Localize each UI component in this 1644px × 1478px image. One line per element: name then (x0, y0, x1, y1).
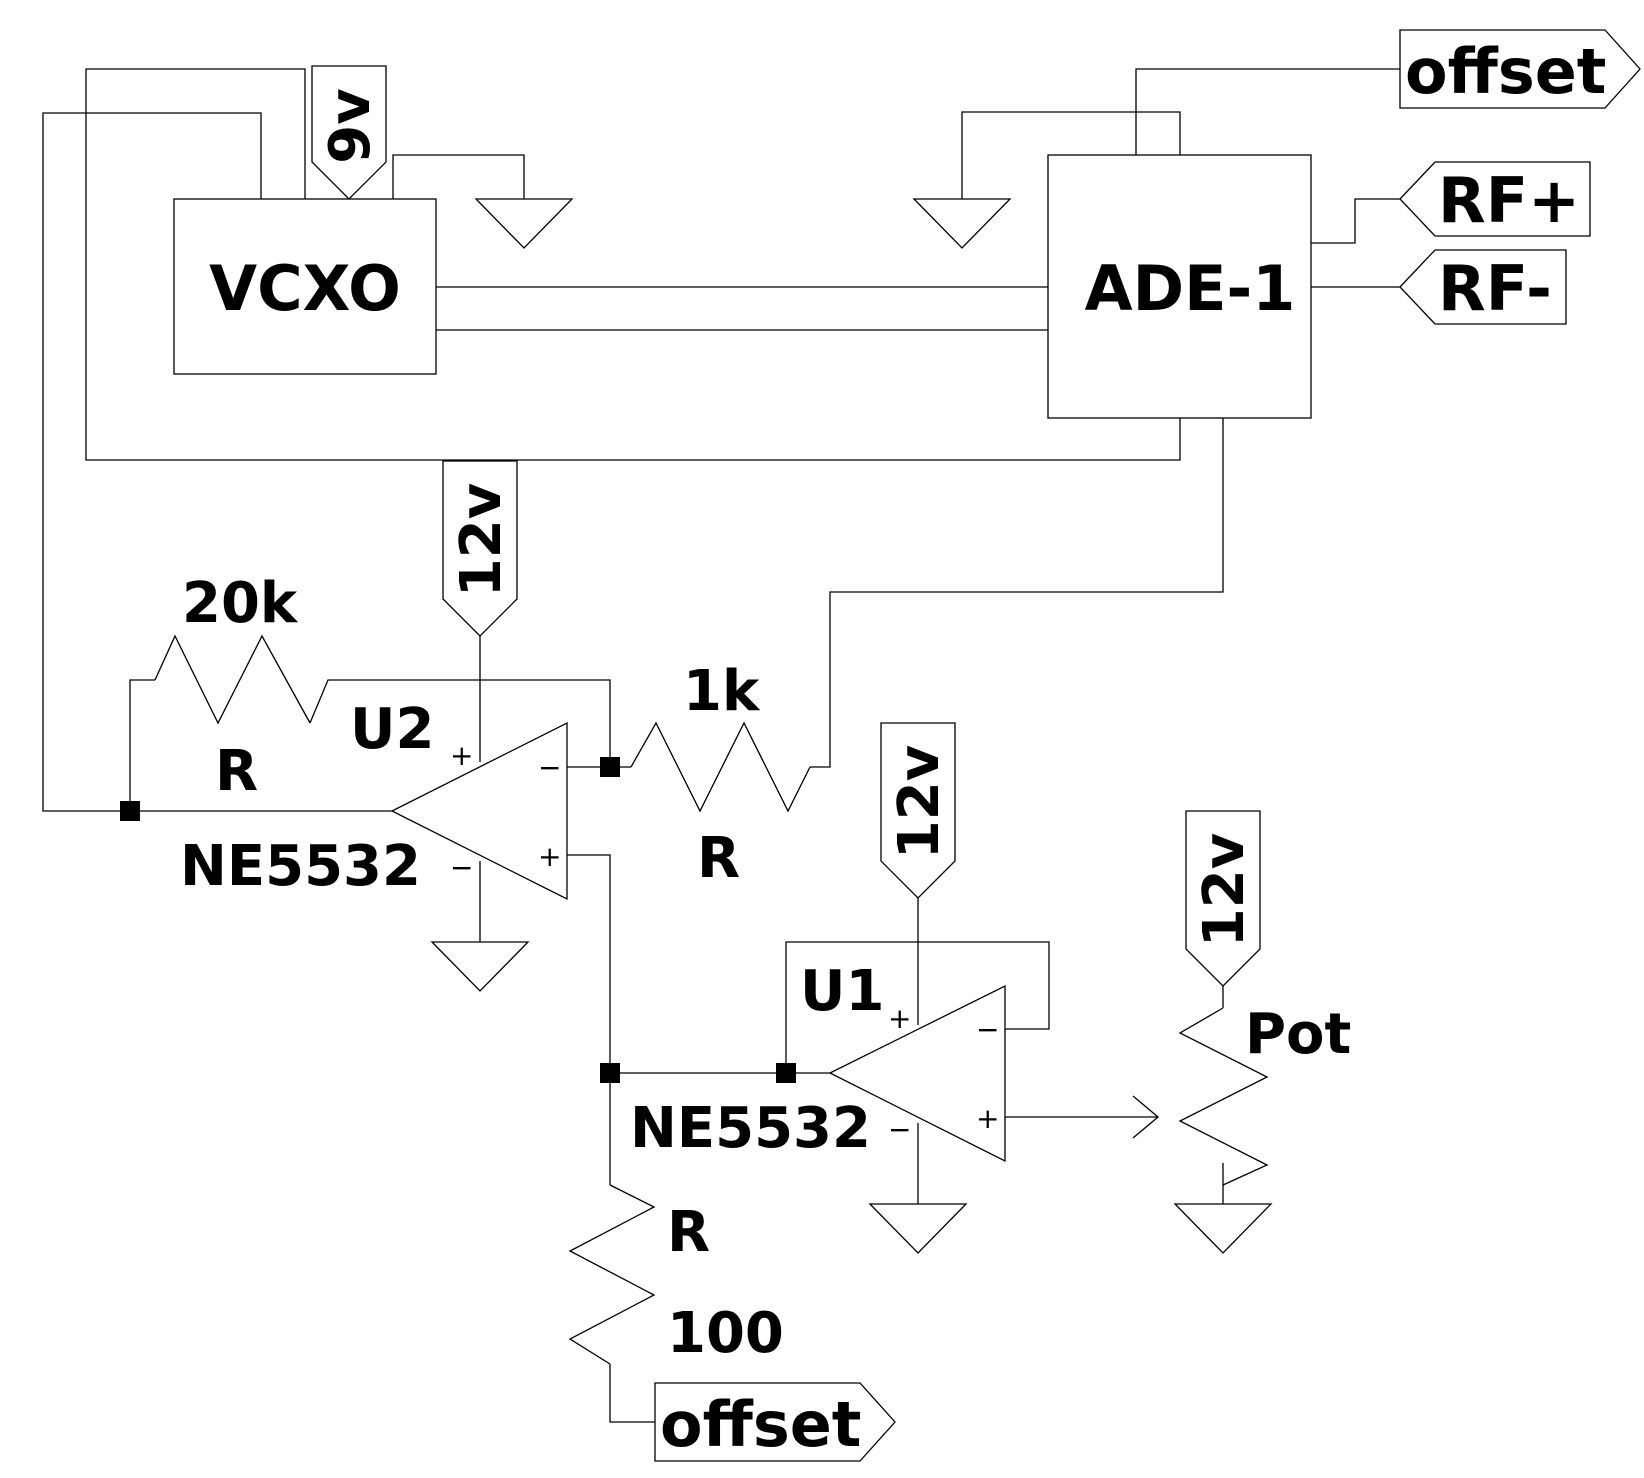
ground-ade-icon (912, 198, 1012, 249)
port-rf-plus: RF+ (1399, 161, 1591, 237)
supply-12v-pot-label: 12v (1192, 833, 1257, 947)
pot-wiper-arrow (1132, 1095, 1160, 1139)
supply-12v-u1-label: 12v (887, 745, 952, 859)
junction-u1-input (776, 1063, 796, 1083)
port-rf-plus-label: RF+ (1438, 164, 1580, 237)
resistor-1k-value: 1k (683, 659, 761, 724)
u1-ref: U1 (800, 959, 884, 1024)
ground-pot-icon (1173, 1203, 1273, 1254)
junction-u2-output (120, 801, 140, 821)
resistor-1k: 1k R (630, 659, 811, 891)
opamp-u2: + − − + U2 NE5532 (180, 697, 568, 901)
wire-20k-left (129, 679, 155, 811)
u1-part: NE5532 (630, 1096, 871, 1161)
supply-12v-pot: 12v (1185, 810, 1261, 987)
ade-1-label: ADE-1 (1085, 252, 1296, 325)
u1-vee-sign: − (888, 1113, 911, 1146)
wire-vcxo-ade-loop (85, 68, 1181, 461)
wire-u1-feedback (785, 941, 1050, 1073)
resistor-20k-value: 20k (182, 571, 299, 636)
junction-offset-node (600, 1063, 620, 1083)
opamp-u2-icon (390, 721, 568, 901)
wire-ade-rfplus (1311, 198, 1400, 244)
resistor-100-name: R (667, 1200, 710, 1265)
resistor-100-value: 100 (667, 1301, 784, 1366)
wire-u2-noninv (567, 854, 611, 1073)
potentiometer-label: Pot (1245, 1002, 1351, 1067)
supply-9v-label: 9v (318, 88, 383, 163)
resistor-1k-name: R (697, 826, 740, 891)
ground-vcxo-icon (474, 198, 574, 249)
port-rf-minus: RF- (1399, 249, 1567, 325)
potentiometer: Pot (1178, 1002, 1351, 1186)
u2-vcc-sign: + (450, 739, 473, 772)
supply-12v-u2: 12v (442, 460, 518, 637)
resistor-100-icon (568, 1184, 656, 1365)
opamp-u1-icon (828, 984, 1006, 1163)
resistor-1k-icon (630, 721, 811, 813)
resistor-20k-name: R (215, 739, 258, 804)
wire-vcxo-ground (392, 154, 525, 199)
ground-u1-icon (868, 1203, 968, 1254)
u1-inv-sign: − (976, 1013, 999, 1046)
supply-12v-u2-label: 12v (449, 483, 514, 597)
ground-u2-icon (430, 941, 530, 992)
u2-noninv-sign: + (538, 840, 561, 873)
u2-part: NE5532 (180, 834, 421, 899)
opamp-u1: + − − + U1 NE5532 (630, 959, 1006, 1163)
port-offset-bottom: offset (654, 1382, 896, 1462)
vcxo-block: VCXO (173, 198, 437, 375)
supply-9v: 9v (311, 65, 387, 200)
u1-noninv-sign: + (976, 1102, 999, 1135)
wire-vcxo-u2-output (42, 112, 392, 812)
u1-vcc-sign: + (888, 1002, 911, 1035)
wire-ade-ground (961, 111, 1181, 199)
wire-100-offset (609, 1364, 655, 1423)
u2-ref: U2 (350, 697, 434, 762)
wire-ade-offset (1135, 68, 1400, 155)
junction-u2-inv (600, 757, 620, 777)
u2-inv-sign: − (538, 751, 561, 784)
vcxo-label: VCXO (209, 252, 401, 325)
supply-12v-u1: 12v (880, 722, 956, 899)
port-offset-bottom-label: offset (660, 1388, 861, 1461)
port-rf-minus-label: RF- (1438, 252, 1552, 325)
resistor-100: R 100 (568, 1184, 784, 1366)
wires (42, 68, 1400, 1423)
ade-1-block: ADE-1 (1047, 154, 1312, 419)
wire-20k-right (309, 679, 611, 767)
u2-vee-sign: − (450, 851, 473, 884)
port-offset-top-label: offset (1405, 35, 1606, 108)
wire-ade-1k (810, 418, 1224, 768)
port-offset-top: offset (1399, 29, 1641, 109)
potentiometer-icon (1178, 1007, 1269, 1186)
resistor-20k: 20k R (154, 571, 311, 804)
resistor-20k-icon (154, 634, 311, 725)
